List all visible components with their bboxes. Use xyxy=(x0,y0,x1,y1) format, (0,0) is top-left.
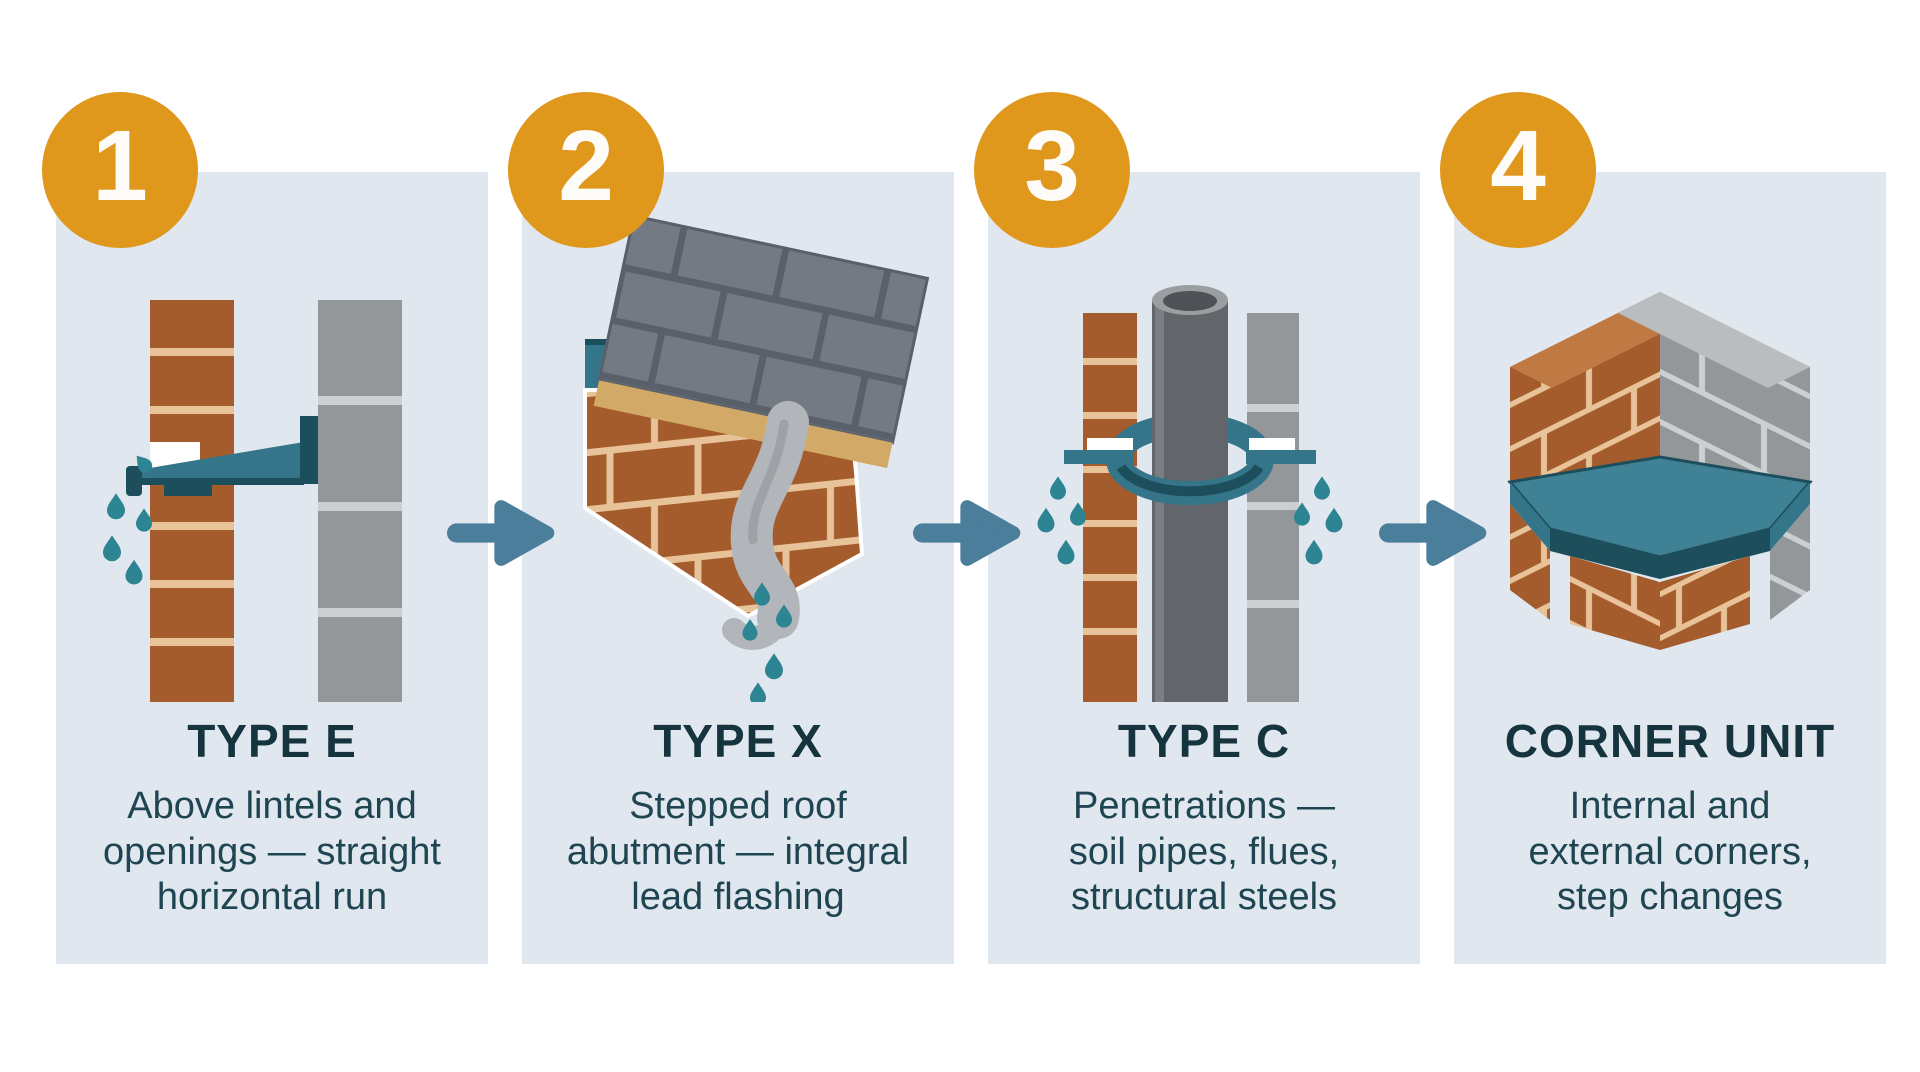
corner-cavity-tray xyxy=(1507,455,1813,579)
step-4-number: 4 xyxy=(1490,110,1546,222)
slate-roof xyxy=(593,214,930,469)
panel-type-e: 1 xyxy=(42,92,488,964)
brick-wall xyxy=(150,300,234,702)
block-wall xyxy=(318,300,402,702)
panel-title: CORNER UNIT xyxy=(1504,715,1836,767)
arrow-right-icon xyxy=(447,494,563,572)
panel-corner-unit: 4 xyxy=(1440,92,1886,964)
panel-description: Internal and external corners, step chan… xyxy=(1528,785,1812,919)
step-2-badge: 2 xyxy=(508,92,664,248)
cavity-tray xyxy=(126,416,318,496)
panel-description: Above lintels and openings — straight ho… xyxy=(103,785,441,919)
type-c-illustration xyxy=(988,172,1420,702)
panel-title: TYPE E xyxy=(187,715,357,767)
step-1-number: 1 xyxy=(92,110,148,222)
panel-type-c: 3 xyxy=(974,92,1420,964)
lead-flashing xyxy=(722,401,809,650)
panel-title: TYPE C xyxy=(1117,715,1291,767)
arrow-right-icon xyxy=(1379,494,1495,572)
lower-corner-walls xyxy=(1510,504,1810,650)
arrow-right-icon xyxy=(913,494,1029,572)
step-2-number: 2 xyxy=(558,110,614,222)
panel-description: Stepped roof abutment — integral lead fl… xyxy=(566,785,910,919)
step-3-number: 3 xyxy=(1024,110,1080,222)
brick-wall xyxy=(1083,313,1137,702)
panel-title: TYPE X xyxy=(653,715,823,767)
type-e-illustration xyxy=(56,172,488,702)
upper-corner-walls xyxy=(1510,292,1810,482)
step-4-badge: 4 xyxy=(1440,92,1596,248)
panel-description: Penetrations — soil pipes, flues, struct… xyxy=(1068,785,1340,919)
type-x-illustration xyxy=(522,172,954,702)
corner-unit-illustration xyxy=(1454,172,1886,702)
collar-tray xyxy=(1064,438,1316,505)
step-1-badge: 1 xyxy=(42,92,198,248)
block-wall xyxy=(1247,313,1299,702)
panel-type-x: 2 xyxy=(508,92,954,964)
step-3-badge: 3 xyxy=(974,92,1130,248)
steps-row: 1 xyxy=(42,92,1886,964)
